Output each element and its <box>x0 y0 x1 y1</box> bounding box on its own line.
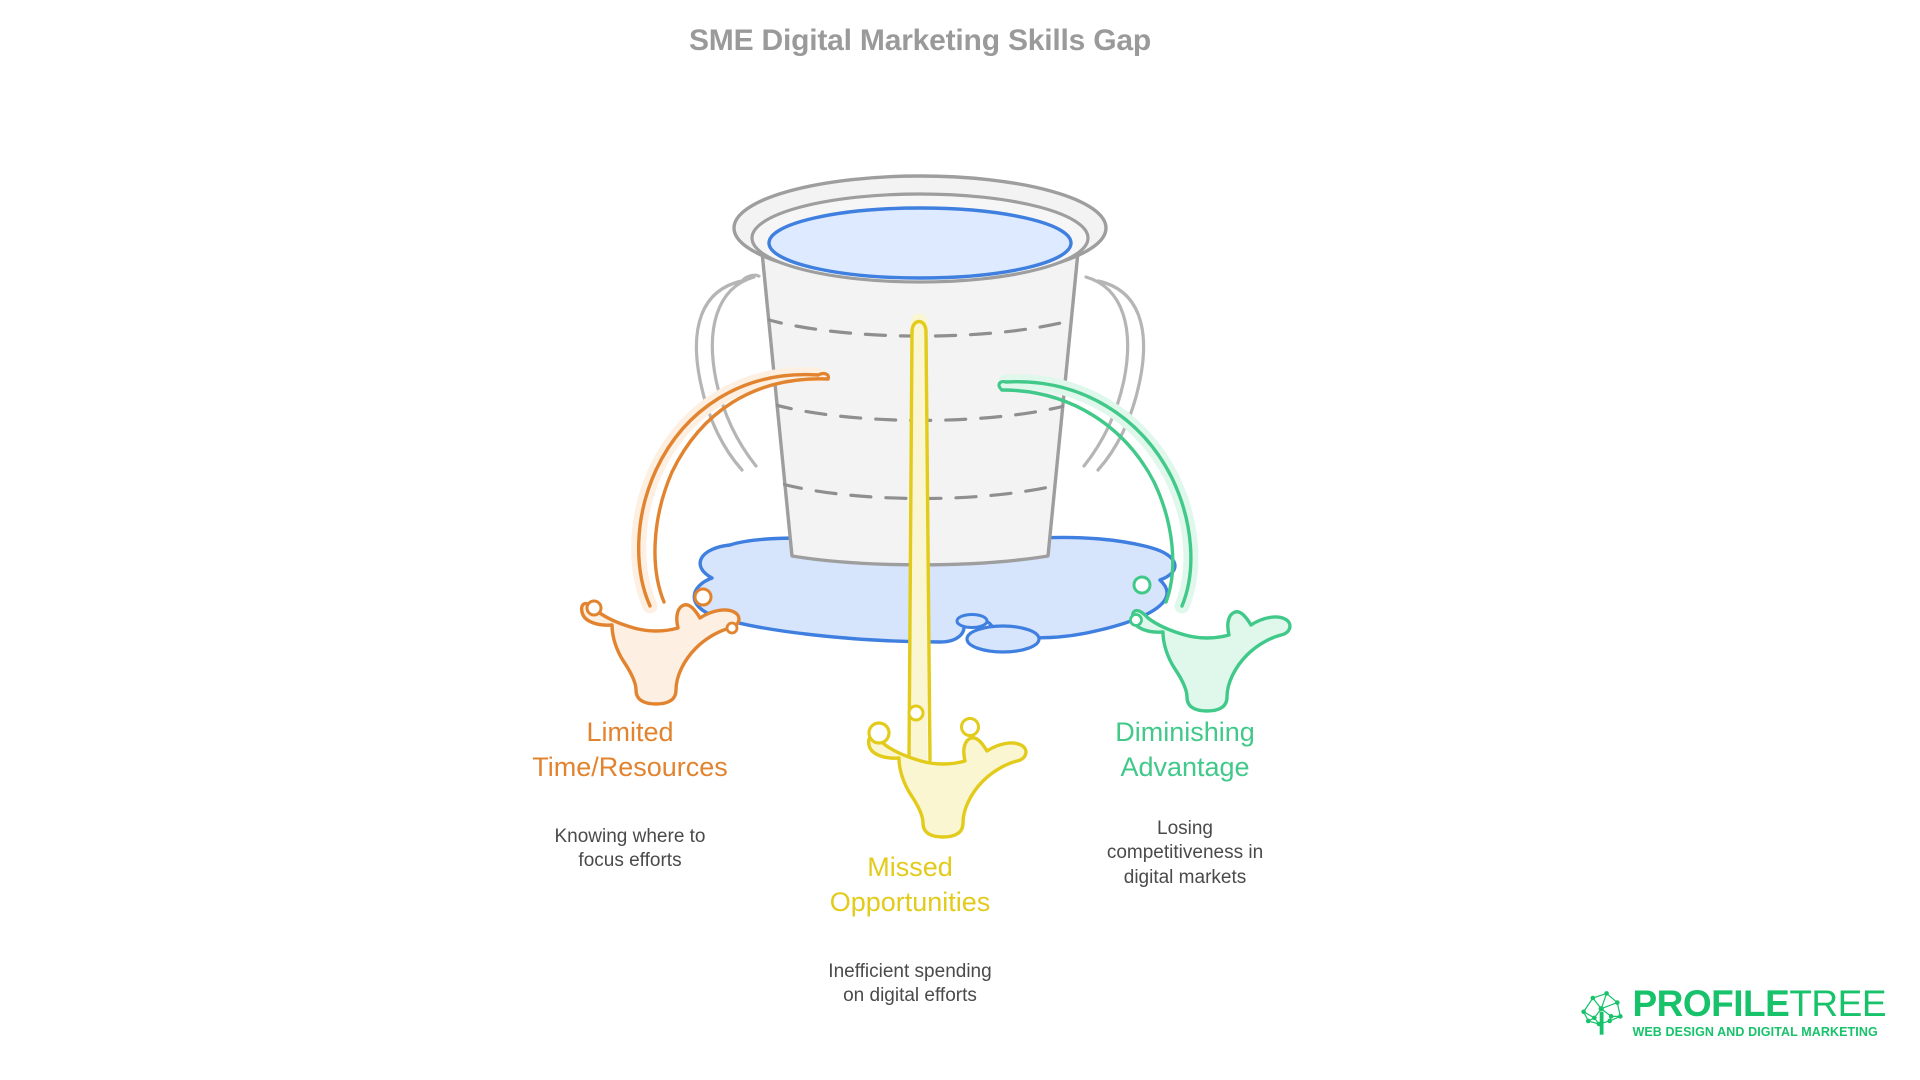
leak-subtext-line1: Losing <box>1157 818 1213 839</box>
leak-label-line2: Opportunities <box>829 886 991 917</box>
leak-subtext-limited-time: Knowing where to focus efforts <box>480 825 780 874</box>
logo-tagline: WEB DESIGN AND DIGITAL MARKETING <box>1632 1025 1878 1039</box>
leak-label-diminishing-advantage: Diminishing Advantage <box>1040 715 1330 784</box>
leak-subtext-missed-opportunities: Inefficient spending on digital efforts <box>755 960 1065 1009</box>
leak-subtext-line1: Knowing where to <box>554 826 706 847</box>
leak-subtext-line2: competitiveness in <box>1106 842 1264 864</box>
water-puddle <box>692 535 1177 654</box>
leak-label-line1: Diminishing <box>1115 717 1255 747</box>
logo-name-bold: PROFILE <box>1632 983 1790 1024</box>
leak-subtext-line3: digital markets <box>1123 866 1247 888</box>
leak-subtext-line2: on digital efforts <box>843 985 977 1007</box>
leak-label-line2: Advantage <box>1120 751 1250 782</box>
page-title: SME Digital Marketing Skills Gap <box>688 24 1152 57</box>
green-leak-stream <box>997 374 1292 713</box>
leak-label-line2: Time/Resources <box>532 751 728 782</box>
yellow-leak-stream <box>866 313 1028 839</box>
logo-name-light: TREE <box>1789 983 1886 1024</box>
orange-leak-stream <box>579 367 830 706</box>
leak-label-line1: Limited <box>586 717 674 747</box>
leak-subtext-diminishing-advantage: Losing competitiveness in digital market… <box>1040 817 1330 890</box>
leak-label-line1: Missed <box>867 852 953 882</box>
leak-subtext-line2: focus efforts <box>578 850 682 872</box>
water-surface <box>767 206 1073 280</box>
tree-network-icon <box>1581 991 1623 1035</box>
leak-label-limited-time: Limited Time/Resources <box>480 715 780 784</box>
leak-label-missed-opportunities: Missed Opportunities <box>760 850 1060 919</box>
leak-subtext-line1: Inefficient spending <box>828 961 992 982</box>
